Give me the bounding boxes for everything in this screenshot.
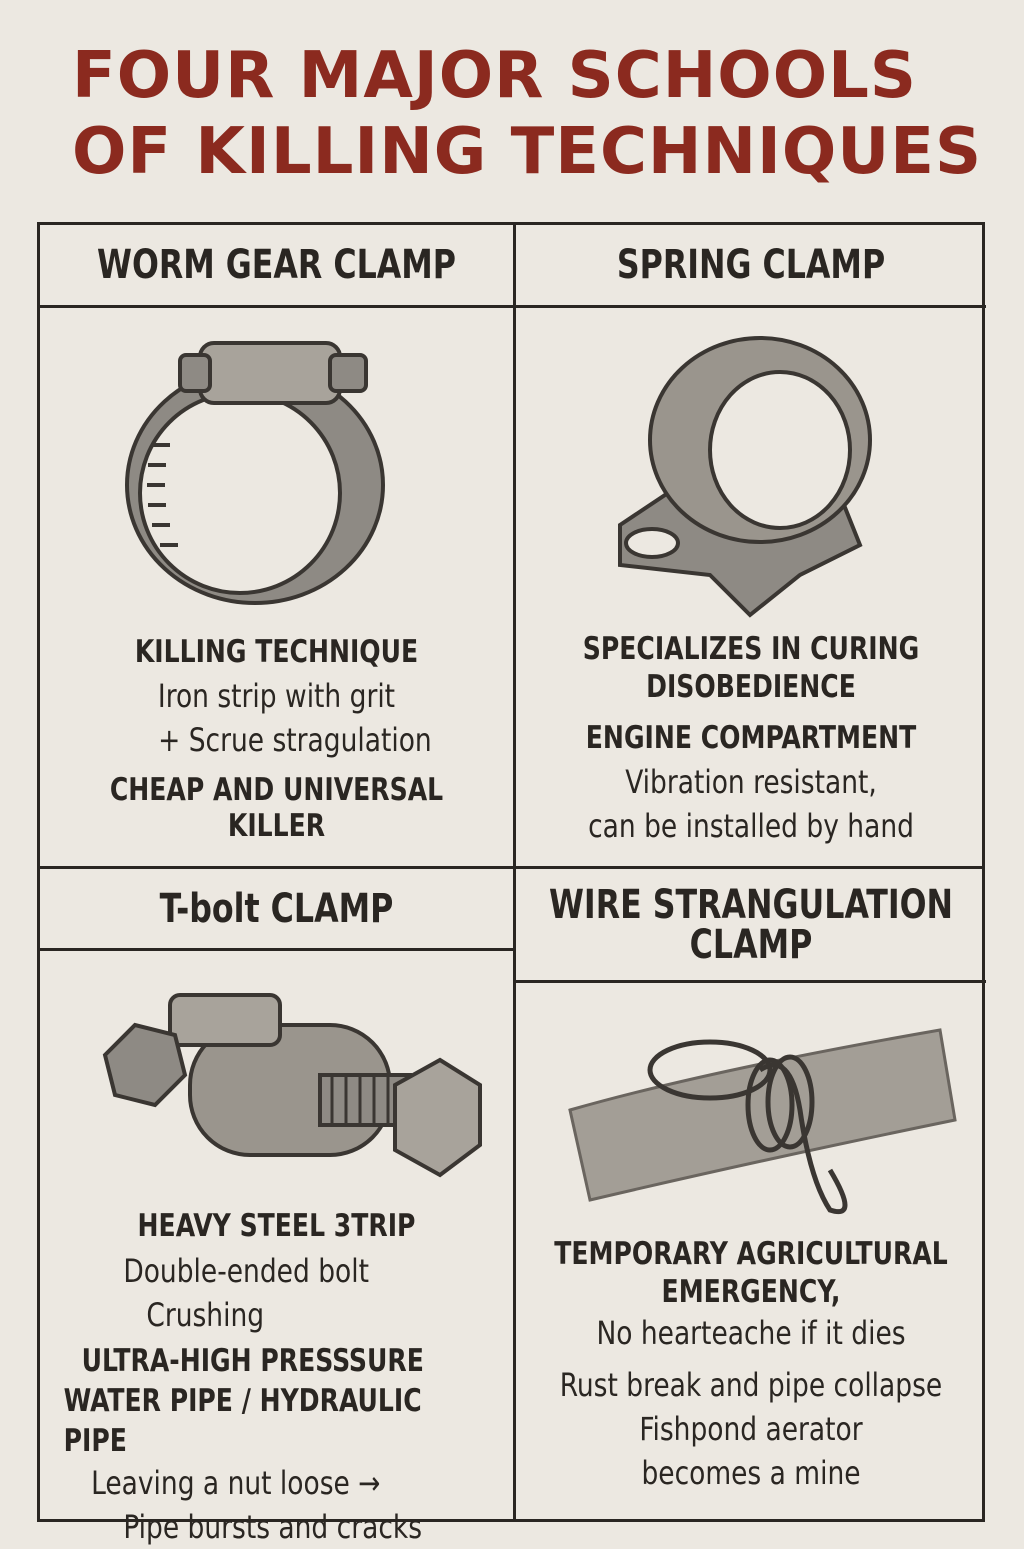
text-line: Fishpond aerator xyxy=(639,1410,863,1448)
text-line: KILLING TECHNIQUE xyxy=(134,634,419,670)
title-line-2: OF KILLING TECHNIQUES xyxy=(72,115,983,189)
spring-clamp-icon xyxy=(618,336,872,618)
panel-text: HEAVY STEEL 3TRIP Double-ended bolt Crus… xyxy=(40,1203,513,1549)
poster-title: FOUR MAJOR SCHOOLS OF KILLING TECHNIQUES xyxy=(72,38,982,190)
wire-clamp-icon xyxy=(568,1028,957,1214)
worm-gear-clamp-icon xyxy=(125,341,385,605)
text-line: can be installed by hand xyxy=(588,807,914,845)
divider xyxy=(40,948,513,951)
panel-heading: SPRING CLAMP xyxy=(616,242,886,288)
panel-heading: WORM GEAR CLAMP xyxy=(97,242,456,288)
text-line: Double-ended bolt xyxy=(123,1252,369,1290)
text-line: Iron strip with grit xyxy=(157,677,396,715)
divider xyxy=(40,305,513,308)
heading-line: WIRE STRANGULATION xyxy=(548,881,954,928)
text-line: Leaving a nut loose → xyxy=(91,1464,381,1502)
text-line: WATER PIPE / HYDRAULIC PIPE xyxy=(63,1383,422,1459)
panel-heading: WIRE STRANGULATION CLAMP xyxy=(544,869,958,980)
divider xyxy=(516,980,986,983)
text-line: TEMPORARY AGRICULTURAL xyxy=(554,1236,948,1272)
divider xyxy=(516,305,986,308)
text-line: becomes a mine xyxy=(641,1454,861,1492)
panel-heading: T-bolt CLAMP xyxy=(159,885,394,932)
text-line: KILLER xyxy=(227,808,326,844)
text-line: ULTRA-HIGH PRESSSURE xyxy=(81,1343,424,1379)
text-line: No hearteache if it dies xyxy=(596,1314,906,1352)
text-line: EMERGENCY, xyxy=(661,1274,841,1310)
text-line: DISOBEDIENCE xyxy=(646,669,856,705)
text-line: Pipe bursts and cracks xyxy=(123,1508,423,1546)
text-line: + Scrue stragulation xyxy=(158,721,432,759)
text-line: Rust break and pipe collapse xyxy=(559,1366,943,1404)
divider xyxy=(40,866,982,869)
panel-text: SPECIALIZES IN CURING DISOBEDIENCE ENGIN… xyxy=(516,630,986,848)
text-line: Crushing xyxy=(146,1296,265,1334)
panel-text: TEMPORARY AGRICULTURAL EMERGENCY, No hea… xyxy=(516,1235,986,1495)
clamp-grid: WORM GEAR CLAMP KILLING TECHNIQUE Iron s… xyxy=(37,222,986,1546)
text-line: HEAVY STEEL 3TRIP xyxy=(137,1208,416,1244)
panel-text: KILLING TECHNIQUE Iron strip with grit +… xyxy=(40,630,513,844)
text-line: SPECIALIZES IN CURING xyxy=(582,631,920,667)
text-line: CHEAP AND UNIVERSAL xyxy=(109,772,444,808)
t-bolt-clamp-icon xyxy=(102,993,482,1178)
text-line: ENGINE COMPARTMENT xyxy=(585,720,917,756)
divider xyxy=(513,225,516,1519)
text-line: Vibration resistant, xyxy=(625,763,877,801)
heading-line: CLAMP xyxy=(689,921,813,968)
title-line-1: FOUR MAJOR SCHOOLS xyxy=(72,39,917,113)
